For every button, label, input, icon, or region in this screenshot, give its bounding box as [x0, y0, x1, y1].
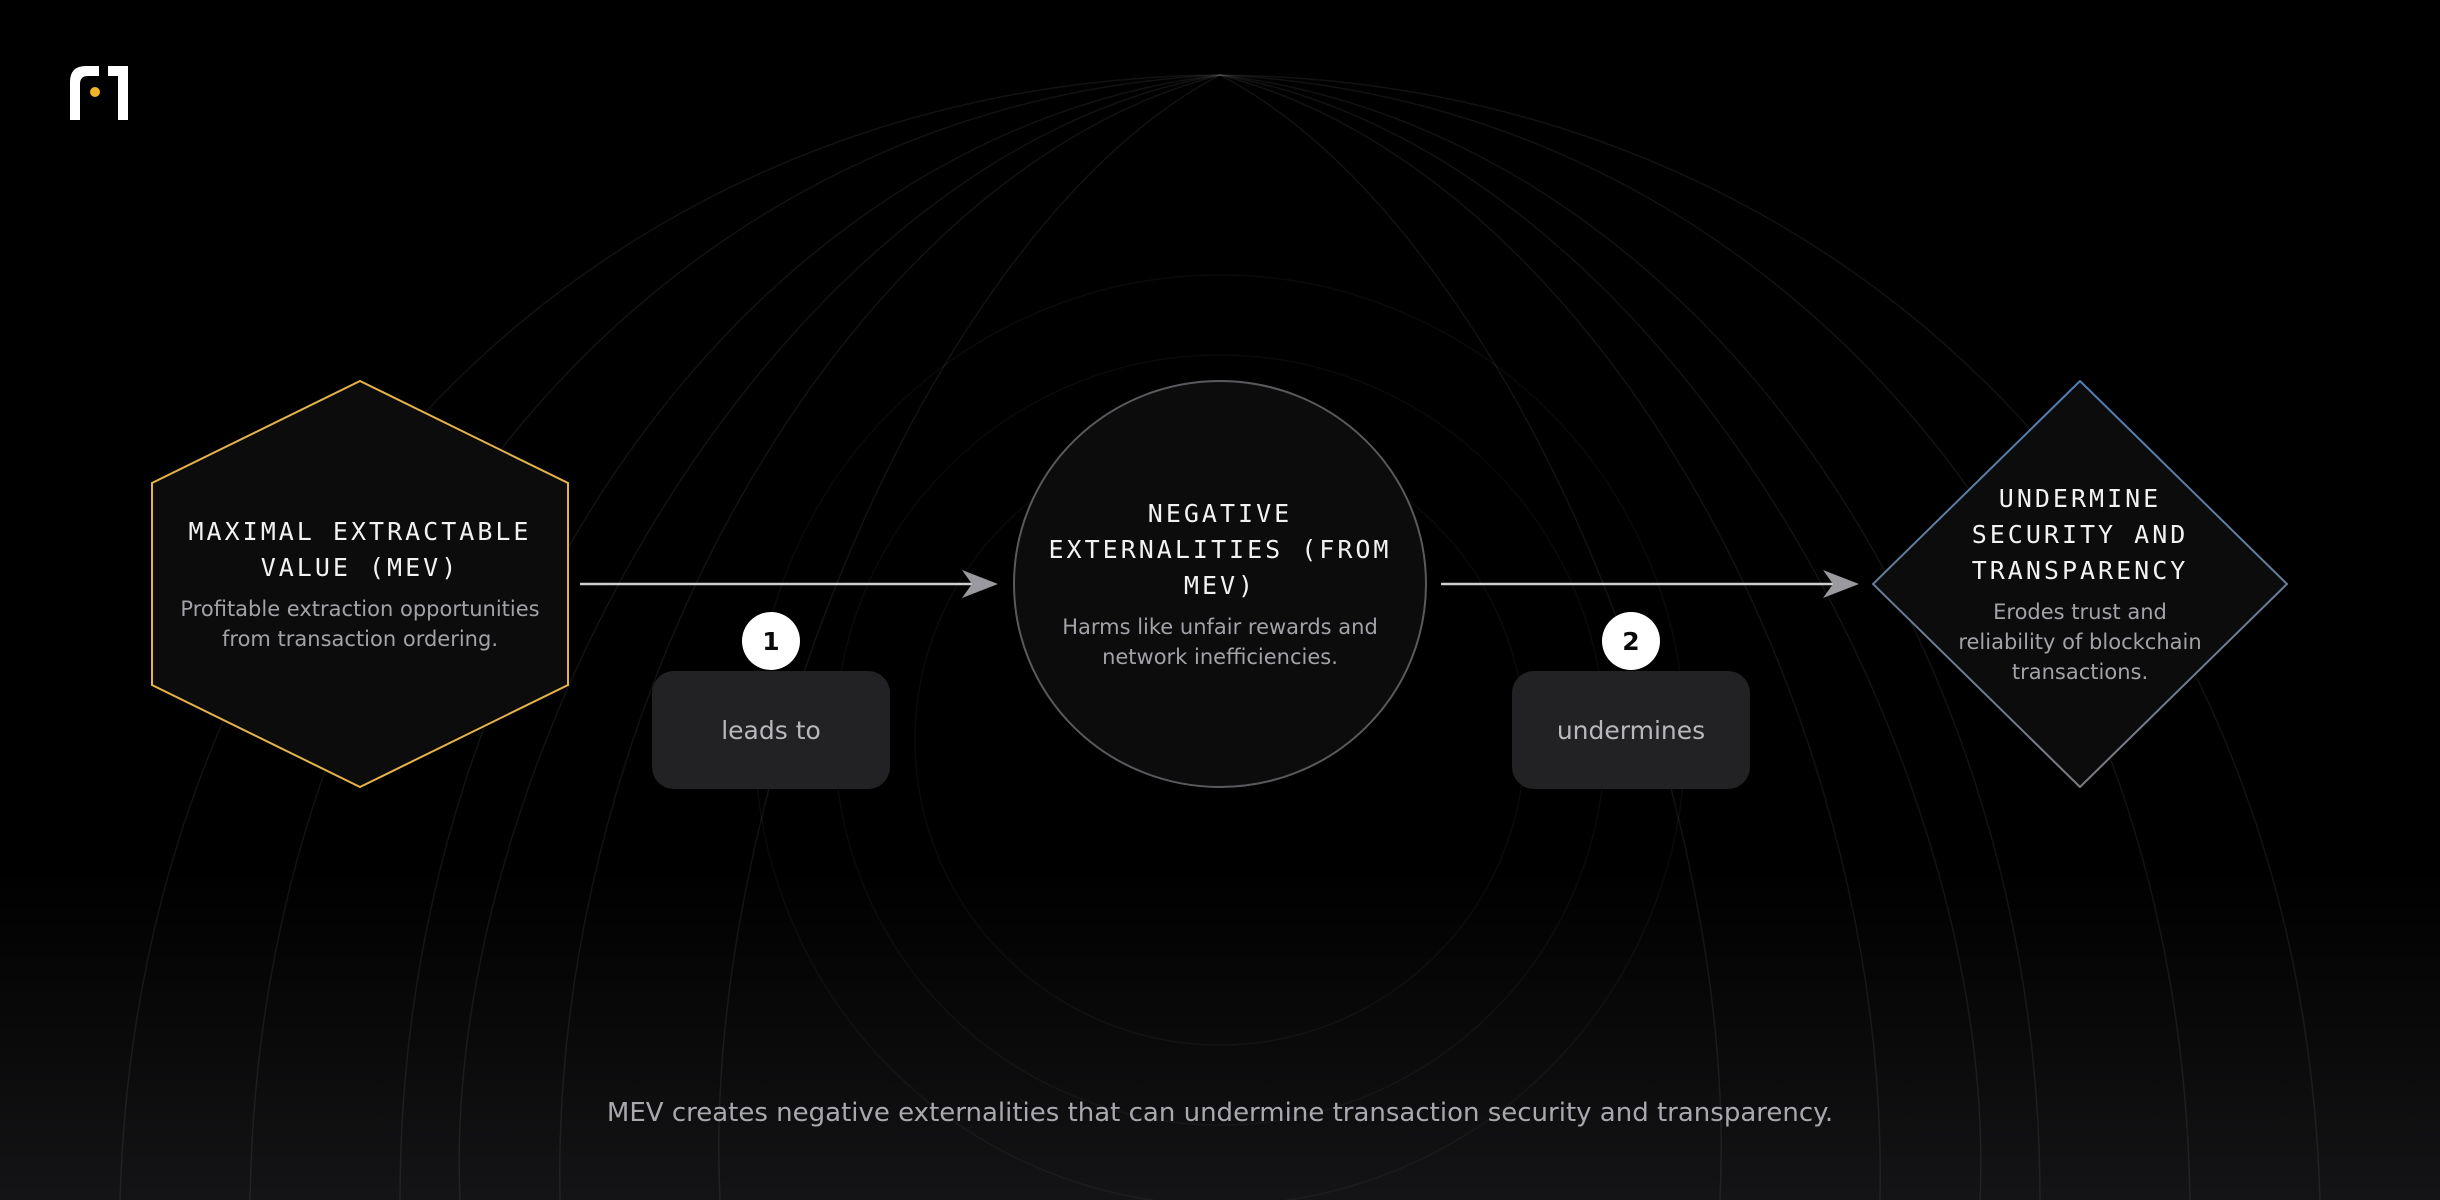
- node-mev: MAXIMAL EXTRACTABLE VALUE (MEV) Profitab…: [151, 380, 569, 788]
- f1-logo-icon: [70, 66, 128, 120]
- edge-label-leads-to: leads to: [652, 671, 890, 789]
- node-negative-externalities: NEGATIVE EXTERNALITIES (FROM MEV) Harms …: [1013, 380, 1427, 788]
- step-badge-2: 2: [1602, 612, 1660, 670]
- hexagon-shape: [151, 380, 569, 788]
- step-badge-1: 1: [742, 612, 800, 670]
- node-title: MAXIMAL EXTRACTABLE VALUE (MEV): [188, 517, 532, 582]
- circle-shape: [1013, 380, 1427, 788]
- arrow-connector-2: [1441, 570, 1859, 598]
- node-undermine-security: UNDERMINE SECURITY AND TRANSPARENCY Erod…: [1872, 380, 2288, 788]
- node-title: UNDERMINE SECURITY AND TRANSPARENCY: [1971, 484, 2189, 585]
- diagram-caption: MEV creates negative externalities that …: [606, 1098, 1834, 1128]
- arrow-connector-1: [580, 570, 998, 598]
- edge-label-undermines: undermines: [1512, 671, 1750, 789]
- diamond-shape: [1872, 380, 2288, 788]
- node-description: Profitable extraction opportunities from…: [180, 597, 540, 651]
- node-description: Harms like unfair rewards and network in…: [1062, 615, 1378, 669]
- node-title: NEGATIVE EXTERNALITIES (FROM MEV): [1048, 499, 1392, 600]
- node-description: Erodes trust and reliability of blockcha…: [1958, 600, 2202, 684]
